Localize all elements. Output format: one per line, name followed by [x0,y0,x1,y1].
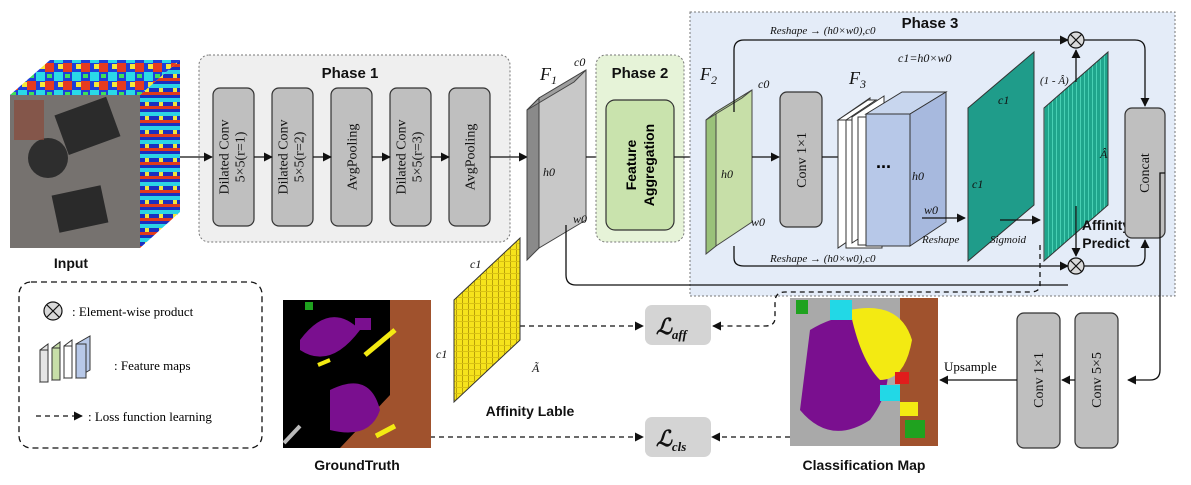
affinity-label-c1-left: c1 [436,347,447,361]
phase3-title: Phase 3 [902,15,959,32]
groundtruth-map [282,300,431,448]
arrow-bottom-product-to-concat [1084,239,1150,267]
phase2-title: Phase 2 [612,65,669,82]
feature-map-f3-stack [836,91,948,249]
reshape-top-path [733,35,1069,112]
phase3-conv-block [779,91,823,228]
arrow-top-product-to-concat [1084,39,1150,107]
loss-cls-box [645,417,711,457]
affinity-label-a-tilde: Ã [531,361,540,375]
classification-map-label: Classification Map [803,457,926,473]
c1-equation: c1=h0×w0 [898,51,952,65]
f3-h0-label: h0 [912,169,924,183]
feature-map-f1 [526,69,587,262]
feature-aggregation-line1: Feature [623,140,639,191]
legend-feature-maps-icon [39,335,91,383]
f2-label: F2 [699,64,717,87]
f1-c0-label: c0 [574,55,585,69]
f1-w0-label: w0 [573,212,587,226]
legend-loss-text: : Loss function learning [88,409,212,424]
phase1-block-1-line1: Dilated Conv [218,119,233,194]
arrow-concat-to-conv55 [1127,172,1165,385]
f3-label: F3 [848,68,866,91]
input-hsi-cube [10,60,180,248]
affinity-predict-line1: Affinity [1082,217,1130,233]
loss-aff-box [645,305,711,345]
f3-w0-label: w0 [924,203,938,217]
teal-c1-top: c1 [998,93,1009,107]
reshape-mid-label: Reshape [921,234,959,246]
f2-h0-label: h0 [721,167,733,181]
sigmoid-label: Sigmoid [990,234,1027,246]
phase1-block-4-line2: 5×5(r=3) [411,131,426,182]
a-hat-label: Â [1099,147,1108,161]
f1-to-bottom-product-path [565,225,1068,286]
input-label: Input [54,255,89,271]
reshape-top-label: Reshape → (h0×w0),c0 [769,25,876,37]
affinity-label-map [453,236,521,404]
phase1-block-4-line1: Dilated Conv [395,119,410,194]
f1-h0-label: h0 [543,165,555,179]
feature-aggregation-block [605,99,675,231]
loss-aff-label: ℒaff [656,314,688,342]
feature-map-f2 [705,89,753,256]
element-wise-product-bottom [1067,257,1085,275]
affinity-label-c1-top: c1 [470,257,481,271]
phase1-block-2-line1: Dilated Conv [277,119,292,194]
one-minus-a-label: (1 - Â) [1040,75,1069,87]
legend-feature-maps-text: : Feature maps [114,358,191,373]
phase3-conv-label: Conv 1×1 [795,132,810,188]
phase1-block-2-line2: 5×5(r=2) [293,131,308,182]
feature-aggregation-line2: Aggregation [641,124,657,206]
f2-w0-label: w0 [751,215,765,229]
legend-product-text: : Element-wise product [72,304,194,319]
legend-product-icon [43,301,63,321]
classifier-conv11-label: Conv 1×1 [1032,352,1047,408]
affinity-label-caption: Affinity Lable [486,403,575,419]
loss-cls-label: ℒcls [656,426,686,454]
phase1-block-5-label: AvgPooling [464,124,479,191]
cube-side-face [140,60,180,248]
f2-c0-label: c0 [758,77,769,91]
f3-dots: ... [876,152,891,172]
f1-label: F1 [539,64,557,87]
loss-arrow-aff-from-predict [712,245,1041,331]
reshaped-affinity-map [967,50,1035,263]
groundtruth-label: GroundTruth [314,457,400,473]
concat-label: Concat [1138,153,1153,193]
teal-c1-left: c1 [972,177,983,191]
reshape-bottom-path [733,246,1069,271]
cube-top-face [10,60,180,95]
phase1-title: Phase 1 [322,65,379,82]
upsample-label: Upsample [944,359,997,374]
element-wise-product-top [1067,31,1085,49]
affinity-predict-line2: Predict [1082,235,1130,251]
phase1-block-1-line2: 5×5(r=1) [234,131,249,182]
reshape-bottom-label: Reshape → (h0×w0),c0 [769,253,876,265]
classification-map [790,298,938,446]
classifier-conv55-label: Conv 5×5 [1090,352,1105,408]
affinity-predict-map [1043,50,1109,263]
phase1-block-3-label: AvgPooling [346,124,361,191]
